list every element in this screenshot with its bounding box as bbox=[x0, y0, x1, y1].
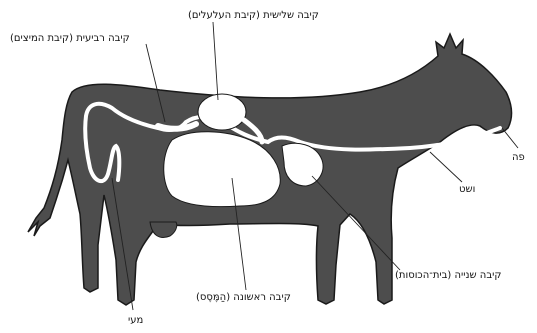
label-second-stomach: קיבה שנייה (בית־הכוסות) bbox=[395, 270, 501, 282]
leader-mouth bbox=[502, 128, 518, 148]
third-stomach bbox=[198, 94, 246, 130]
label-intestine: מעי bbox=[128, 315, 143, 327]
label-mouth: פה bbox=[512, 152, 525, 164]
leader-third-stomach bbox=[213, 22, 218, 100]
label-first-stomach: קיבה ראשונה (הַמֶּסֶס) bbox=[196, 292, 291, 304]
label-fourth-stomach: קיבה רביעית (קיבת המיצים) bbox=[10, 33, 130, 45]
label-third-stomach: קיבה שלישית (קיבת העלעלים) bbox=[188, 10, 319, 22]
udder bbox=[150, 222, 177, 237]
label-esophagus: ושט bbox=[459, 184, 475, 196]
leader-esophagus bbox=[430, 152, 462, 182]
